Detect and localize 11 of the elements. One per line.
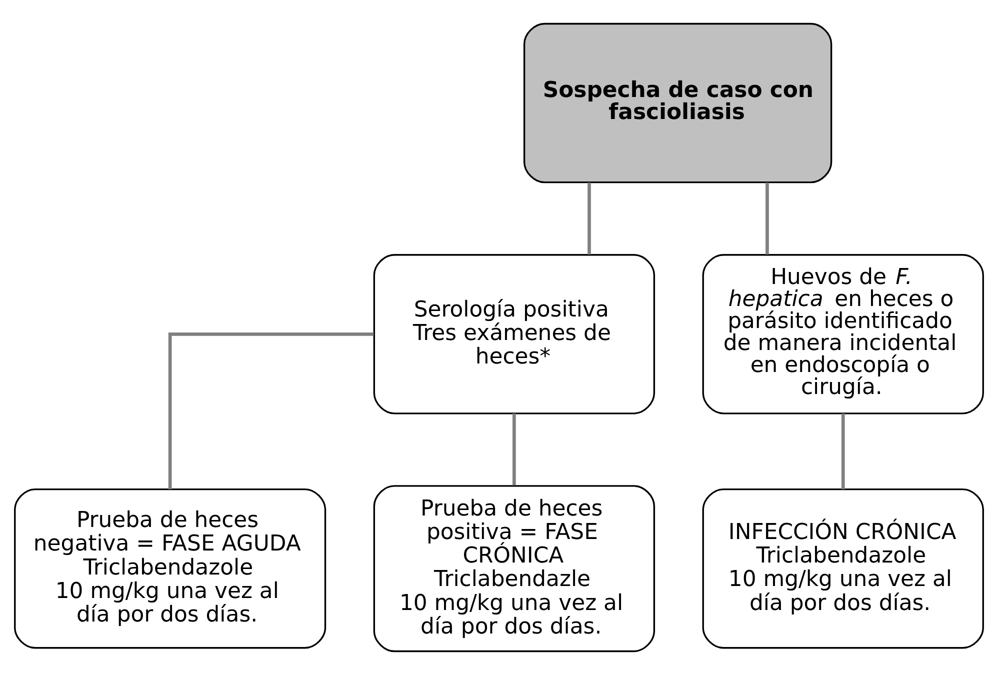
- node-box: INFECCIÓN CRÓNICA Triclabendazole 10 mg/kg una vez al día por dos días.: [702, 488, 984, 649]
- connector: [168, 332, 374, 490]
- node-box: Prueba de heces positiva = FASE CRÓNICA Triclabendazle 10 mg/kg una vez al día por dos días.: [373, 485, 656, 652]
- node-box: Prueba de heces negativa = FASE AGUDA Triclabendazole 10 mg/kg una vez al día por dos días.: [14, 488, 326, 649]
- node-box: Huevos de F. hepatica en heces o parásito identificado de manera incidental en endoscopía o cirugía.: [702, 254, 984, 414]
- node-box: Sospecha de caso con fascioliasis: [523, 22, 832, 184]
- connector: [766, 182, 769, 254]
- node-box: Serología positiva Tres exámenes de heces*: [373, 254, 656, 414]
- connector: [512, 414, 516, 486]
- connector: [841, 414, 845, 490]
- connector: [588, 182, 591, 254]
